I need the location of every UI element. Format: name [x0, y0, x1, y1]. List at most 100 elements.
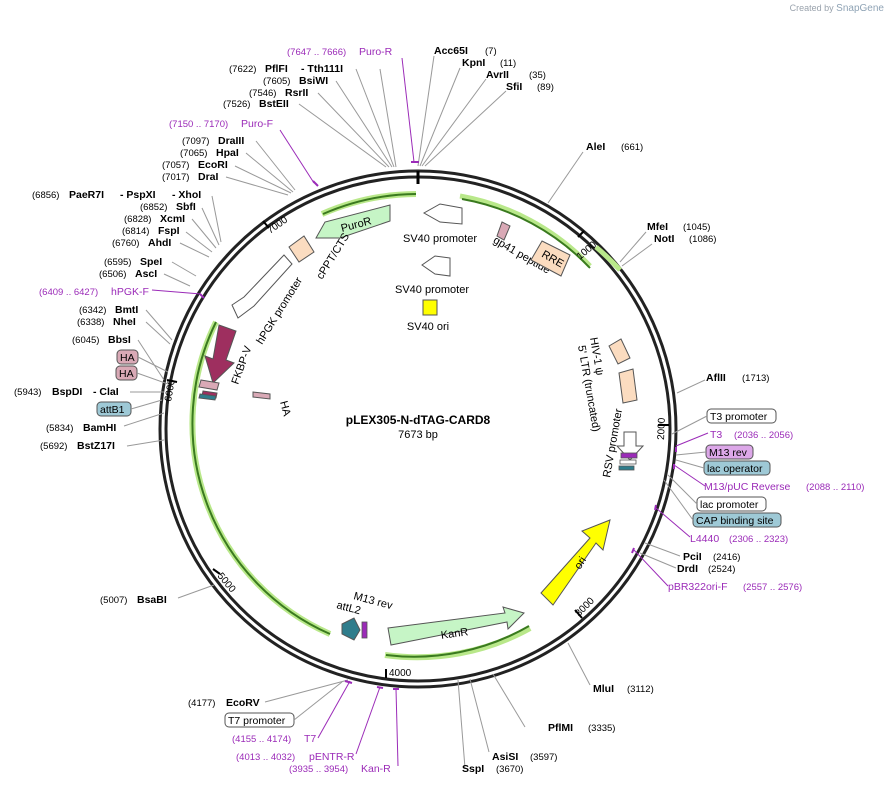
- ha-inner-label: HA: [277, 400, 293, 419]
- tick-1000: [577, 230, 585, 238]
- enzyme-label: AscI: [135, 268, 157, 280]
- enzyme-label: BbsI: [108, 334, 131, 346]
- enzyme-label: EcoRI: [198, 159, 228, 171]
- enzyme-label: NotI: [654, 233, 674, 245]
- gp41-peptide-shape: [496, 221, 511, 241]
- enzyme-label: SfiI: [506, 81, 522, 93]
- enzyme-pos: (6506): [99, 269, 126, 280]
- enzyme-label: - ClaI: [93, 386, 119, 398]
- m13-rev-inner-mark: [361, 621, 368, 639]
- primer-label: Puro-F: [241, 118, 273, 130]
- enzyme-label: AleI: [586, 141, 605, 153]
- sv40-promoter-1-arrow: [422, 203, 463, 225]
- enzyme-label: FspI: [158, 225, 180, 237]
- enzyme-pos: (1713): [742, 373, 769, 384]
- rre-box: [530, 240, 571, 277]
- enzyme-label: NheI: [113, 316, 136, 328]
- arc-gp41: [461, 198, 591, 269]
- enzyme-pos: (7097): [182, 136, 209, 147]
- lac-operator-mark: [619, 459, 637, 465]
- enzyme-label: PflMI: [548, 722, 573, 734]
- enzyme-pos: (5943): [14, 387, 41, 398]
- enzyme-label: BsaBI: [137, 594, 167, 606]
- enzyme-label: RsrII: [285, 87, 308, 99]
- primer-pos: (4155 .. 4174): [232, 734, 291, 745]
- enzyme-label: AhdI: [148, 237, 171, 249]
- enzyme-pos: (11): [500, 58, 516, 69]
- tick-5000: [212, 568, 221, 575]
- enzyme-pos: (89): [537, 82, 554, 93]
- enzyme-pos: (6760): [112, 238, 139, 249]
- enzyme-label: - XhoI: [172, 189, 201, 201]
- enzyme-label: DraIII: [218, 135, 244, 147]
- enzyme-pos: (1045): [683, 222, 710, 233]
- enzyme-label: - Tth111I: [301, 63, 343, 75]
- enzyme-pos: (3112): [627, 684, 654, 695]
- enzyme-pos: (6856): [32, 190, 59, 201]
- enzyme-label: MluI: [593, 683, 614, 695]
- plasmid-name: pLEX305-N-dTAG-CARD8: [346, 413, 491, 427]
- snapgene-logo: SnapGene: [836, 3, 884, 14]
- snapgene-credit: Created by SnapGene: [790, 3, 884, 14]
- enzyme-pos: (1086): [689, 234, 716, 245]
- box-t7-promoter-text: T7 promoter: [228, 715, 286, 727]
- enzyme-pos: (3670): [496, 764, 523, 775]
- box-lac-promoter-text: lac promoter: [700, 499, 759, 511]
- enzyme-label: SbfI: [176, 201, 196, 213]
- enzyme-pos: (4177): [188, 698, 215, 709]
- enzyme-pos: (7546): [249, 88, 276, 99]
- primer-pos: (4013 .. 4032): [236, 752, 295, 763]
- primer-label: T3: [710, 429, 722, 441]
- enzyme-label: BsiWI: [299, 75, 328, 87]
- box-ha-2-text: HA: [119, 368, 134, 380]
- ha-mark-1: [198, 379, 220, 391]
- box-ha-1-text: HA: [120, 352, 135, 364]
- ori-label: ori: [572, 555, 589, 572]
- box-m13-rev-text: M13 rev: [709, 447, 748, 459]
- enzyme-label: EcoRV: [226, 697, 260, 709]
- primer-pos: (7647 .. 7666): [287, 47, 346, 58]
- primer-pos: (7150 .. 7170): [169, 119, 228, 130]
- enzyme-pos: (7622): [229, 64, 256, 75]
- enzyme-pos: (6595): [104, 257, 131, 268]
- highlight-rre: [594, 245, 622, 272]
- enzyme-pos: (2416): [713, 552, 740, 563]
- ori-arrow: [540, 519, 611, 606]
- enzyme-label: PflFI: [265, 63, 288, 75]
- hpgk-promoter-arrow: [231, 254, 293, 319]
- tick-7000: [262, 220, 270, 229]
- enzyme-label: HpaI: [216, 147, 239, 159]
- primer-label: pBR322ori-F: [668, 581, 728, 593]
- enzyme-pos: (7526): [223, 99, 250, 110]
- sv40-ori-label: SV40 ori: [407, 321, 449, 333]
- enzyme-label: AvrII: [486, 69, 509, 81]
- enzyme-pos: (7017): [162, 172, 189, 183]
- primer-labels: (7647 .. 7666) Puro-R (7150 .. 7170) Pur…: [39, 46, 864, 775]
- tick-6000: [166, 379, 178, 383]
- leader-lines: [123, 55, 706, 769]
- highlight-gp41: [459, 193, 592, 268]
- sv40-ori-box: [422, 299, 438, 316]
- credit-prefix: Created by: [789, 3, 834, 13]
- box-leader-lines: [130, 356, 708, 721]
- arc-kanr: [385, 625, 530, 658]
- fkbp-v-arrow: [204, 324, 237, 384]
- enzyme-label: DrdI: [677, 563, 698, 575]
- enzyme-pos: (6338): [77, 317, 104, 328]
- enzyme-label: DraI: [198, 171, 219, 183]
- cap-site-mark: [618, 465, 635, 471]
- enzyme-pos: (5692): [40, 441, 67, 452]
- cppt-cts-label: cPPT/CTS: [314, 231, 352, 281]
- enzyme-pos: (7065): [180, 148, 207, 159]
- enzyme-pos: (661): [621, 142, 643, 153]
- enzyme-label: BstEII: [259, 98, 289, 110]
- attl2-arrow: [341, 617, 361, 641]
- enzyme-label: BamHI: [83, 422, 116, 434]
- primer-label: Puro-R: [359, 46, 393, 58]
- enzyme-pos: (2524): [708, 564, 735, 575]
- boxed-labels: T3 promoter M13 rev lac operator lac pro…: [96, 349, 782, 728]
- primer-label: T7: [304, 733, 316, 745]
- enzyme-pos: (7): [485, 46, 497, 57]
- arc-puro: [322, 193, 417, 215]
- enzyme-label: BmtI: [115, 304, 138, 316]
